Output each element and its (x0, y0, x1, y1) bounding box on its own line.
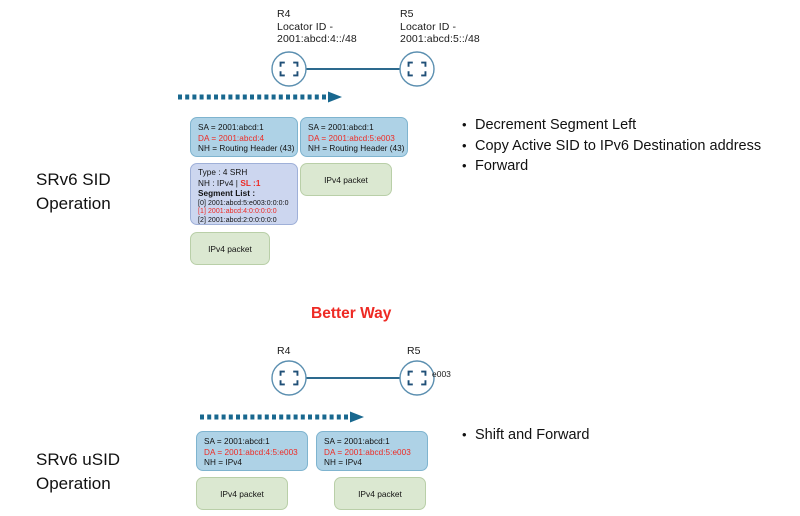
router-caption-r5-top: R5 Locator ID - 2001:abcd:5::/48 (400, 8, 480, 45)
srh-type-line: Type : 4 SRH (198, 168, 248, 177)
bullet-text: Decrement Segment Left (475, 117, 637, 133)
srh-segment-value: 2001:abcd:5:e003:0:0:0:0 (207, 199, 289, 207)
packet-sa-line: SA = 2001:abcd:1 (198, 123, 264, 132)
packet-nh-line: NH = Routing Header (43) (198, 144, 295, 154)
srh-segment-index: [2] (198, 216, 206, 224)
link-r4-r5-top (305, 68, 410, 70)
packet-nh-line: NH = IPv4 (324, 458, 362, 468)
packet-da-line: DA = 2001:abcd:4 (198, 133, 265, 143)
payload-label: IPv4 packet (208, 243, 252, 254)
bullet-dot-icon: • (462, 137, 467, 153)
srh-segment-value: 2001:abcd:2:0:0:0:0:0 (207, 216, 277, 224)
router-caption-r4-bottom: R4 (277, 345, 291, 357)
bullet-dot-icon: • (462, 427, 467, 442)
bullet-text: Forward (475, 158, 529, 174)
payload-label: IPv4 packet (358, 488, 402, 499)
flow-arrow-top (176, 91, 346, 103)
packet-da-line: DA = 2001:abcd:5:e003 (308, 133, 395, 143)
packet-sa-line: SA = 2001:abcd:1 (308, 123, 374, 132)
packet-nh-line: NH = IPv4 (204, 458, 242, 468)
srh-nh-prefix: NH : IPv4 | (198, 178, 241, 188)
link-r4-r5-bottom (305, 377, 410, 379)
packet-nh-line: NH = Routing Header (43) (308, 144, 405, 154)
packet-header-box-4: SA = 2001:abcd:1 DA = 2001:abcd:5:e003 N… (316, 431, 428, 471)
packet-srh-box-1: Type : 4 SRH NH : IPv4 | SL :1 Segment L… (190, 163, 298, 225)
payload-label: IPv4 packet (220, 488, 264, 499)
flow-arrow-bottom (198, 411, 368, 423)
srh-segment-entry: [2] 2001:abcd:2:0:0:0:0:0 (198, 217, 291, 226)
packet-sa-line: SA = 2001:abcd:1 (324, 437, 390, 446)
bullet-dot-icon: • (462, 158, 467, 173)
list-item: • Copy Active SID to IPv6 Destination ad… (462, 136, 761, 157)
srh-segment-list-label: Segment List : (198, 189, 256, 199)
srh-segment-index: [0] (198, 199, 206, 207)
better-way-banner: Better Way (311, 305, 392, 322)
router-caption-r5-bottom: R5 (407, 345, 421, 357)
section-title-srv6-sid: SRv6 SID Operation (36, 170, 111, 213)
srh-segment-index: [1] (198, 208, 206, 216)
router-icon-r4-bottom[interactable] (271, 360, 307, 396)
packet-header-box-2: SA = 2001:abcd:1 DA = 2001:abcd:5:e003 N… (300, 117, 408, 157)
bullet-list-sid: • Decrement Segment Left • Copy Active S… (462, 115, 761, 177)
srh-segment-entry: [0] 2001:abcd:5:e003:0:0:0:0 (198, 200, 291, 209)
packet-header-box-1: SA = 2001:abcd:1 DA = 2001:abcd:4 NH = R… (190, 117, 298, 157)
router-icon-r4-top[interactable] (271, 51, 307, 87)
bullet-dot-icon: • (462, 117, 467, 132)
srh-segment-value: 2001:abcd:4:0:0:0:0:0 (207, 208, 277, 216)
packet-payload-box-1: IPv4 packet (190, 232, 270, 265)
section-title-srv6-usid: SRv6 uSID Operation (36, 450, 121, 493)
list-item: • Decrement Segment Left (462, 115, 761, 136)
router-icon-r5-top[interactable] (399, 51, 435, 87)
packet-header-box-3: SA = 2001:abcd:1 DA = 2001:abcd:4:5:e003… (196, 431, 308, 471)
router-usid-tag-r5: e003 (432, 369, 451, 379)
packet-da-line: DA = 2001:abcd:5:e003 (324, 447, 411, 457)
bullet-text: Copy Active SID to IPv6 Destination addr… (475, 137, 762, 154)
bullet-list-usid: • Shift and Forward (462, 425, 589, 446)
payload-label: IPv4 packet (324, 174, 368, 185)
srh-segment-entry-active: [1] 2001:abcd:4:0:0:0:0:0 (198, 208, 291, 217)
list-item: • Forward (462, 156, 761, 177)
bullet-text: Shift and Forward (475, 427, 590, 443)
srh-segments-left: SL :1 (240, 178, 261, 188)
list-item: • Shift and Forward (462, 425, 589, 446)
packet-payload-box-2: IPv4 packet (300, 163, 392, 196)
router-icon-r5-bottom[interactable] (399, 360, 435, 396)
packet-payload-box-4: IPv4 packet (334, 477, 426, 510)
packet-da-line: DA = 2001:abcd:4:5:e003 (204, 447, 298, 457)
packet-payload-box-3: IPv4 packet (196, 477, 288, 510)
srh-nh-line: NH : IPv4 | SL :1 (198, 179, 291, 190)
router-caption-r4-top: R4 Locator ID - 2001:abcd:4::/48 (277, 8, 357, 45)
packet-sa-line: SA = 2001:abcd:1 (204, 437, 270, 446)
